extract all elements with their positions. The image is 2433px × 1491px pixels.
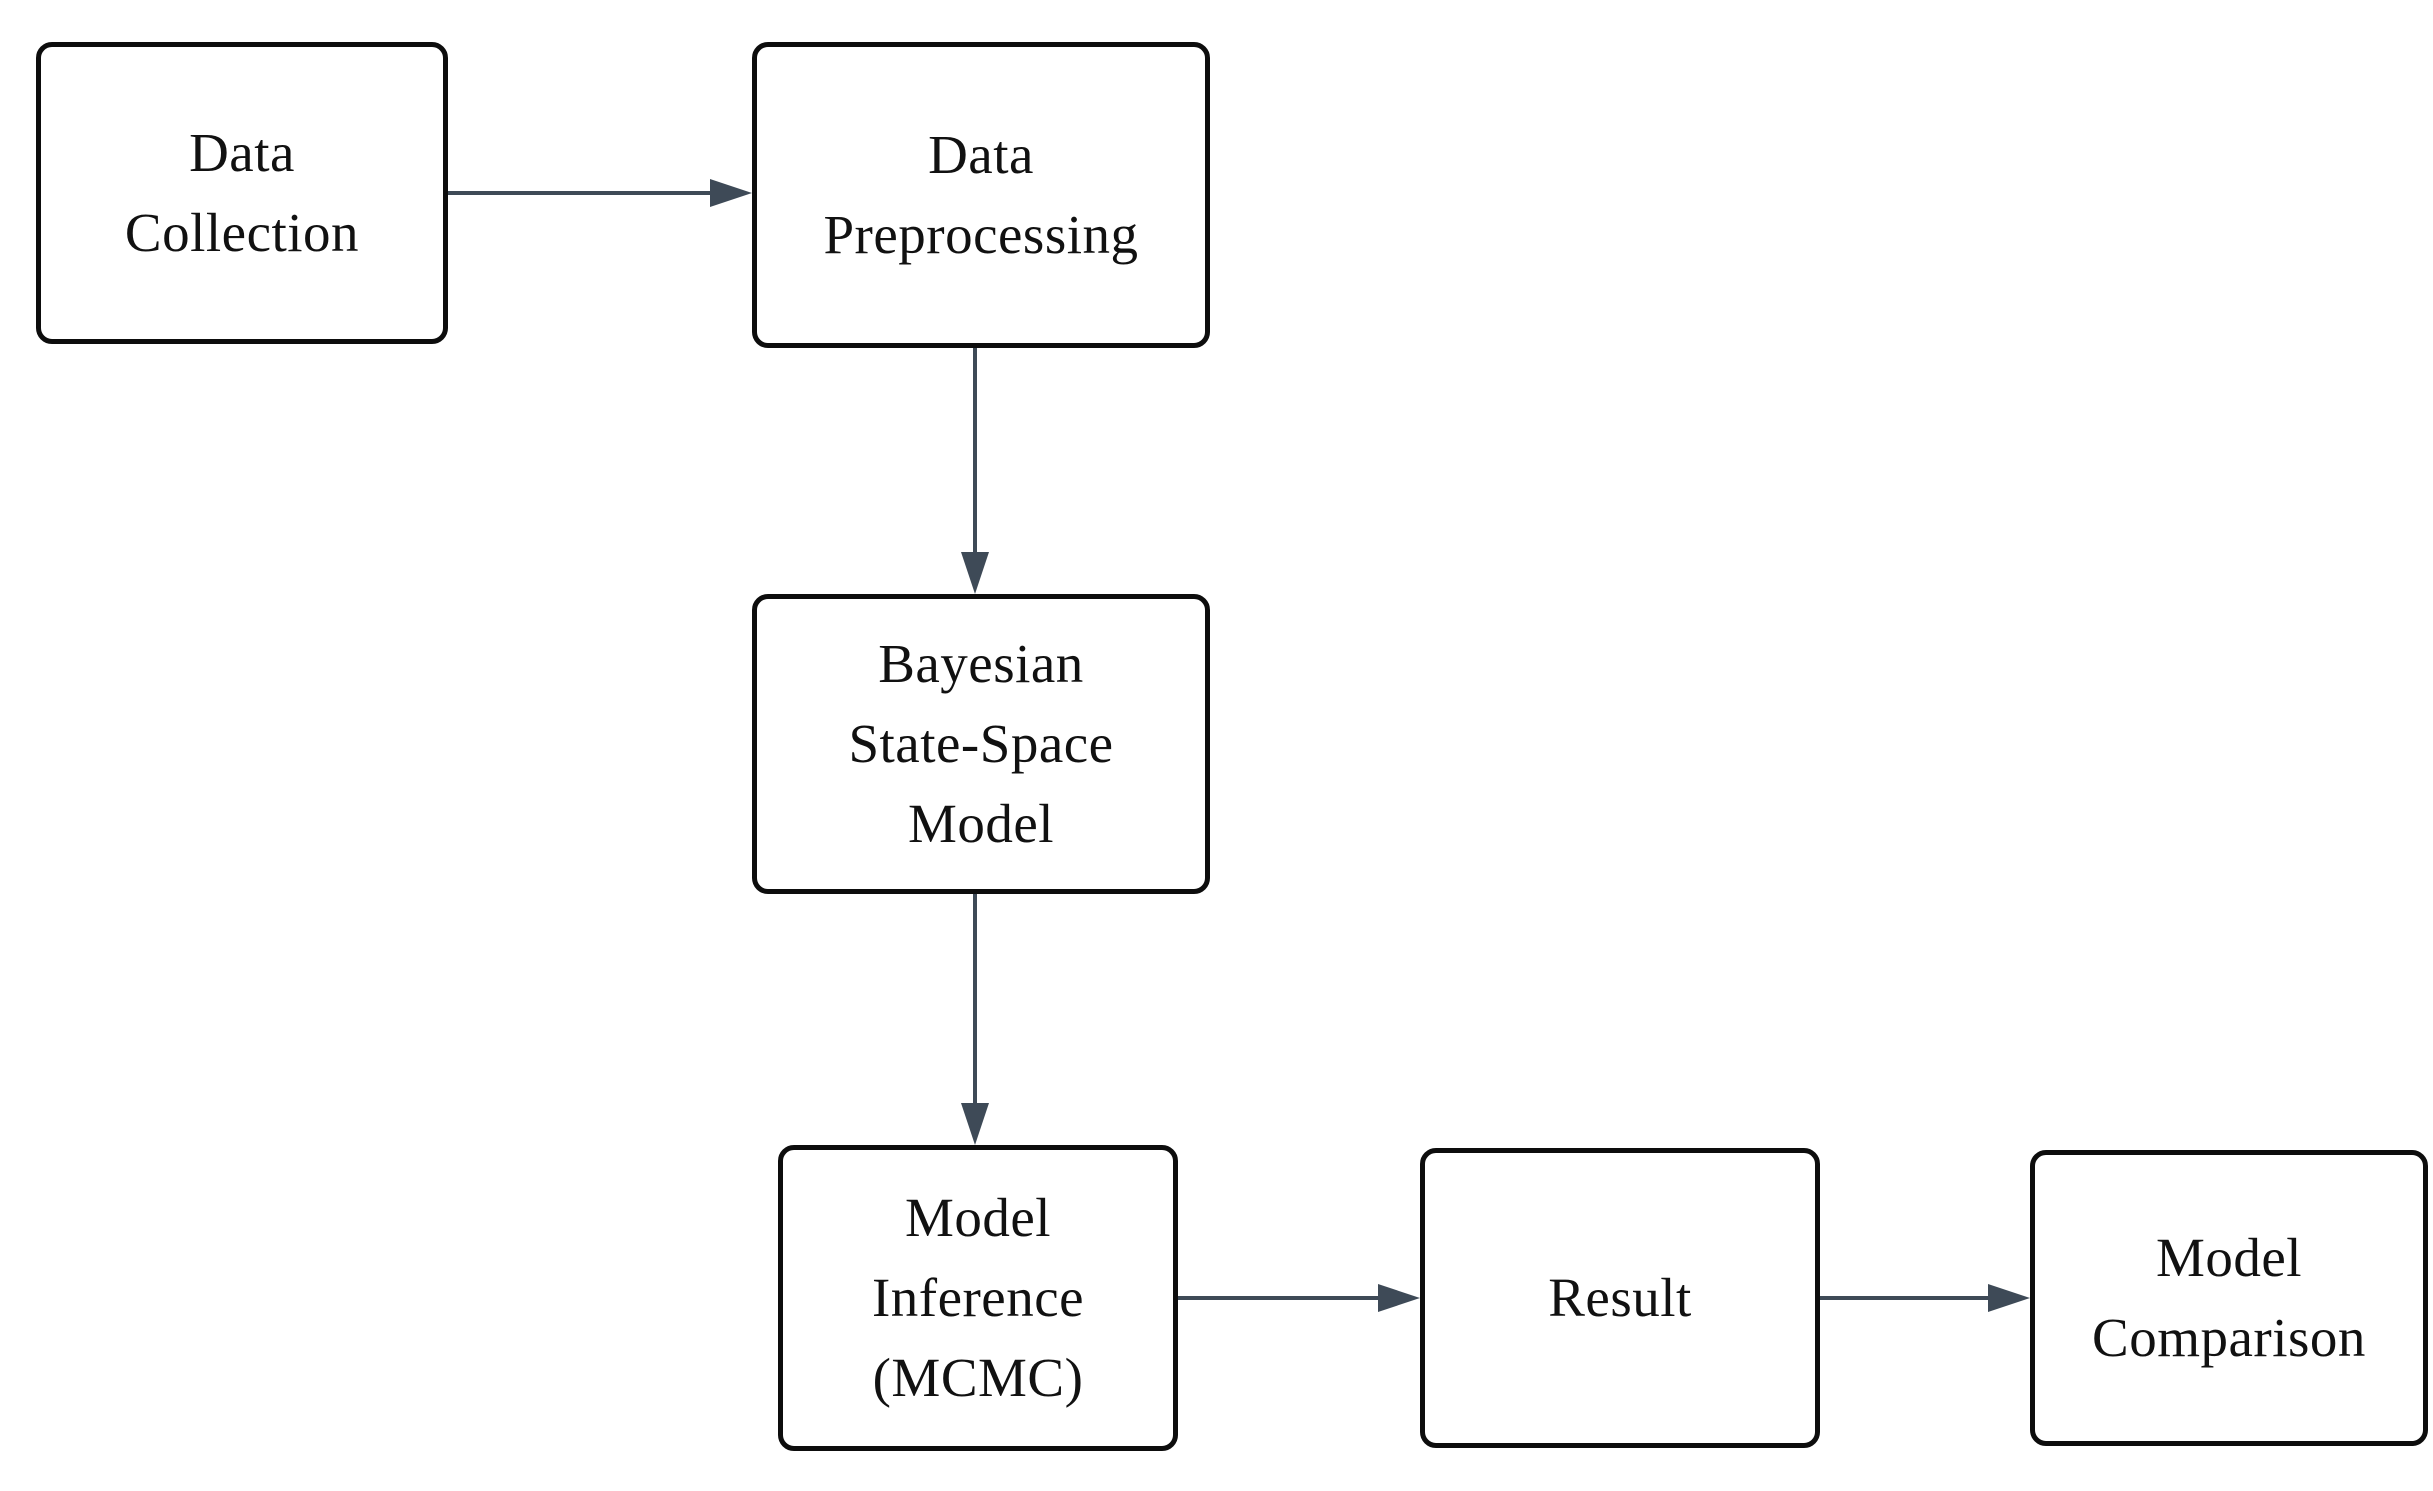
node-bayesian-state-space-model: Bayesian State-Space Model (752, 594, 1210, 894)
node-result: Result (1420, 1148, 1820, 1448)
node-data-collection: Data Collection (36, 42, 448, 344)
node-label-line: Data (189, 122, 295, 183)
node-label: Model Comparison (2092, 1218, 2366, 1378)
node-label: Bayesian State-Space Model (848, 624, 1113, 864)
arrow-bayesian-model-to-model-inference (961, 894, 989, 1145)
node-label-line: Inference (871, 1267, 1085, 1328)
arrow-model-inference-to-result (1178, 1284, 1420, 1312)
node-label-line: Preprocessing (823, 204, 1139, 265)
node-label-line: Model (907, 793, 1055, 854)
node-label-line: (MCMC) (872, 1347, 1084, 1408)
node-label-line: Result (1548, 1267, 1692, 1328)
node-label-line: Collection (124, 202, 360, 263)
node-label: Data Collection (125, 113, 359, 273)
node-label: Model Inference (MCMC) (872, 1178, 1084, 1418)
node-label-line: State-Space (848, 713, 1114, 774)
node-label: Data Preprocessing (823, 115, 1138, 275)
arrow-data-collection-to-data-preprocessing (448, 179, 752, 207)
node-label-line: Bayesian (878, 633, 1084, 694)
node-label-line: Data (928, 124, 1034, 185)
node-label-line: Model (904, 1187, 1052, 1248)
node-model-inference-mcmc: Model Inference (MCMC) (778, 1145, 1178, 1451)
arrow-data-preprocessing-to-bayesian-model (961, 348, 989, 594)
node-label: Result (1548, 1258, 1692, 1338)
node-model-comparison: Model Comparison (2030, 1150, 2428, 1446)
node-label-line: Comparison (2092, 1307, 2366, 1368)
arrow-result-to-model-comparison (1820, 1284, 2030, 1312)
node-label-line: Model (2155, 1227, 2303, 1288)
node-data-preprocessing: Data Preprocessing (752, 42, 1210, 348)
